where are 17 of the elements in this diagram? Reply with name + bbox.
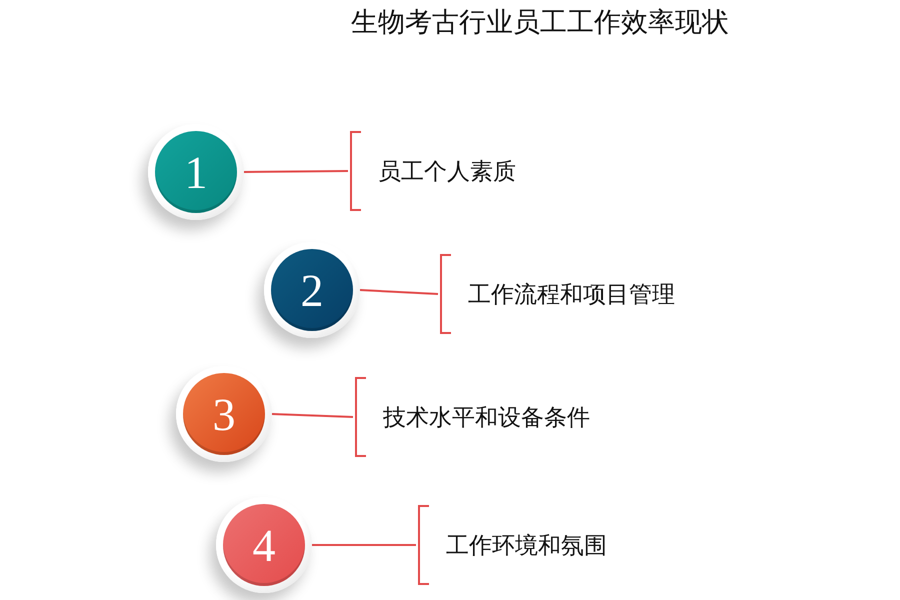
number-circle: 1: [148, 124, 244, 220]
number-circle: 4: [216, 497, 312, 593]
item-text: 员工个人素质: [378, 158, 516, 186]
connector-line: [272, 413, 354, 418]
connector-line: [360, 289, 438, 295]
bracket-label: [355, 377, 590, 457]
item-text: 工作环境和氛围: [446, 532, 607, 560]
title: 生物考古行业员工工作效率现状: [350, 6, 730, 40]
number-circle: 3: [176, 366, 272, 462]
item-text: 工作流程和项目管理: [468, 280, 675, 310]
connector-line: [244, 170, 348, 173]
connector-line: [312, 544, 416, 546]
item-text: 技术水平和设备条件: [383, 404, 590, 432]
number-circle: 2: [264, 242, 360, 338]
bracket-label: [440, 254, 675, 334]
bracket-label: [350, 131, 516, 211]
bracket-label: [418, 505, 607, 585]
